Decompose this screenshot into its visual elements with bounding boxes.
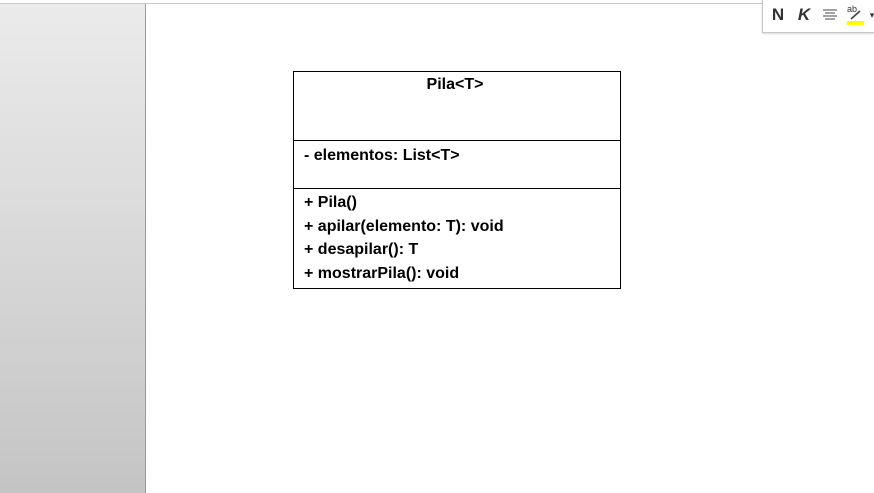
bold-icon[interactable]: N xyxy=(771,5,785,24)
highlight-label: ab xyxy=(847,4,857,14)
left-margin-panel xyxy=(0,4,146,493)
italic-icon[interactable]: K xyxy=(797,5,811,24)
chevron-down-icon[interactable]: ▾ xyxy=(869,9,874,20)
uml-method: + desapilar(): T xyxy=(304,241,419,258)
class-name-text: Pila<T> xyxy=(426,76,484,93)
highlight-icon[interactable]: ab xyxy=(845,3,867,27)
uml-attributes-section: - elementos: List<T> xyxy=(294,141,620,189)
uml-class-diagram[interactable]: Pila<T> - elementos: List<T> + Pila() + … xyxy=(293,71,621,289)
uml-attribute: - elementos: List<T> xyxy=(304,147,460,164)
uml-method: + Pila() xyxy=(304,194,357,211)
window-top-edge xyxy=(0,0,874,4)
uml-class-name: Pila<T> xyxy=(294,72,620,141)
uml-method: + mostrarPila(): void xyxy=(304,264,460,282)
uml-method: + apilar(elemento: T): void xyxy=(304,217,504,235)
uml-methods-section: + Pila() + apilar(elemento: T): void + d… xyxy=(294,189,620,288)
mini-format-toolbar: N K ab ▾ xyxy=(762,0,874,33)
align-center-icon[interactable] xyxy=(821,3,839,27)
